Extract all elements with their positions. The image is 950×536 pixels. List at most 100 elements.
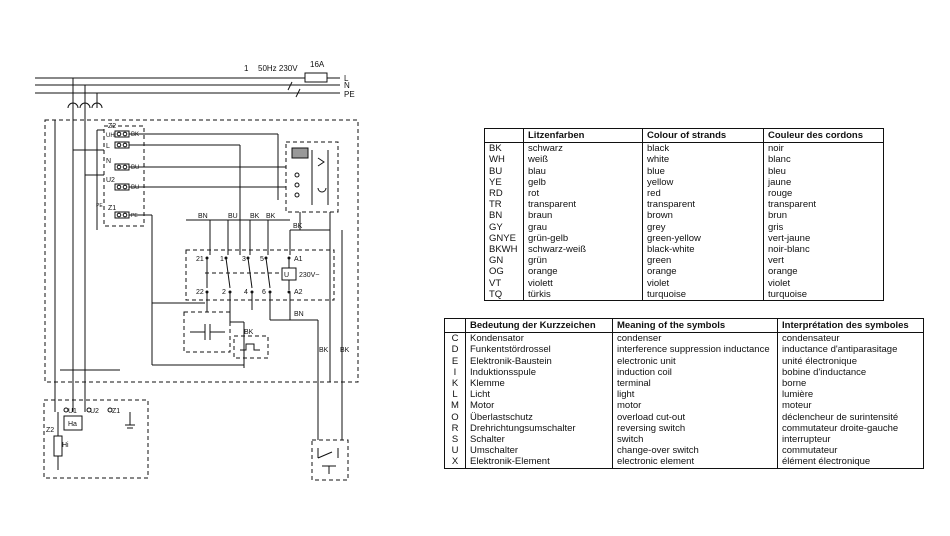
- table-cell: U: [451, 445, 459, 457]
- table-cell: unité électronique: [777, 355, 924, 367]
- table-cell: E: [451, 355, 459, 367]
- overload-symbol: [240, 343, 260, 351]
- table-cell: blanc: [763, 154, 884, 166]
- wire-bu-terminal-4: BU: [131, 185, 139, 191]
- electronic-unit: [285, 141, 339, 213]
- line-l-label: L: [344, 74, 349, 83]
- table-cell: gris: [763, 221, 884, 233]
- table-cell: I: [453, 366, 457, 378]
- table-cell: transparent: [523, 199, 643, 211]
- table-cell: Funkentstördrossel: [465, 344, 613, 356]
- coil-voltage-label: 230V~: [299, 272, 319, 279]
- table-cell: grün: [523, 255, 643, 267]
- overload-block: [233, 335, 269, 359]
- table-cell: Drehrichtungsumschalter: [465, 422, 613, 435]
- table-cell: BN: [489, 210, 503, 222]
- table-cell: orange: [523, 266, 643, 278]
- table-cell: élément électronique: [777, 456, 924, 469]
- table-cell: blue: [642, 165, 764, 177]
- coil-symbol-label: U: [284, 272, 289, 279]
- table-cell: change-over switch: [612, 445, 778, 457]
- motor-hi-label: Hi: [62, 442, 69, 449]
- plug-connector: [54, 78, 103, 412]
- table-cell: violet: [763, 277, 884, 289]
- table-cell: BKWH: [489, 244, 518, 256]
- contactor: [185, 249, 335, 301]
- table-cell: OG: [489, 266, 504, 278]
- contact-22-label: 22: [196, 289, 204, 296]
- motor-box: [43, 399, 149, 479]
- lower-wiring: [60, 230, 343, 440]
- coil-a1-label: A1: [294, 256, 303, 263]
- wire-pe-terminal-5: PE: [131, 213, 138, 219]
- wiring-schematic: 1 50Hz 230V 16A L N PE Z2 UH L N U2 Z1 P…: [35, 60, 359, 481]
- wire-bu-label-2: BU: [228, 213, 238, 220]
- coil-a2-label: A2: [294, 289, 303, 296]
- table-cell: vert-jaune: [763, 232, 884, 245]
- header-meaning: Meaning of the symbols: [612, 318, 778, 334]
- capacitor-symbol: [190, 324, 225, 340]
- table-cell: commutateur droite-gauche: [777, 422, 924, 435]
- motor-u2-label: U2: [90, 408, 99, 415]
- table-cell: blau: [523, 165, 643, 177]
- electronic-unit-internals: [291, 147, 329, 205]
- table-cell: green-yellow: [642, 232, 764, 245]
- table-cell: orange: [642, 266, 764, 278]
- table-cell: turquoise: [642, 288, 764, 301]
- table-cell: red: [642, 188, 764, 200]
- table-cell: interference suppression inductance: [612, 344, 778, 356]
- table-cell: VT: [489, 277, 502, 289]
- table-cell: induction coil: [612, 366, 778, 379]
- table-cell: weiß: [523, 154, 643, 166]
- table-cell: rouge: [763, 188, 884, 200]
- contact-6-label: 6: [262, 289, 266, 296]
- table-cell: yellow: [642, 176, 764, 189]
- table-cell: Umschalter: [465, 445, 613, 457]
- table-cell: R: [451, 422, 459, 434]
- terminal-pe-label: PE: [96, 203, 103, 209]
- switch-enclosure: [44, 119, 359, 383]
- table-cell: condenser: [612, 332, 778, 345]
- wire-bn-lower: BN: [294, 311, 304, 318]
- table-cell: green: [642, 255, 764, 267]
- table-cell: türkis: [523, 288, 643, 301]
- motor-terminals: [53, 407, 135, 470]
- table-cell: black: [642, 142, 764, 155]
- contact-1-label: 1: [220, 256, 224, 263]
- table-cell: electronic element: [612, 456, 778, 469]
- header-couleur-des-cordons: Couleur des cordons: [763, 128, 884, 144]
- table-cell: noir: [763, 142, 884, 155]
- terminal-z1-label: Z1: [108, 205, 116, 212]
- table-cell: Klemme: [465, 378, 613, 390]
- contact-4-label: 4: [244, 289, 248, 296]
- table-cell: moteur: [777, 400, 924, 412]
- table-cell: Induktionsspule: [465, 366, 613, 379]
- table-cell: grün-gelb: [523, 232, 643, 245]
- table-cell: overload cut-out: [612, 411, 778, 423]
- motor-u1-label: U1: [68, 408, 77, 415]
- table-cell: BK: [489, 143, 502, 155]
- table-cell: black-white: [642, 244, 764, 256]
- terminal-u2-label: U2: [106, 177, 115, 184]
- table-cell: TQ: [489, 288, 503, 300]
- wire-bk-terminal-1: BK: [131, 132, 139, 138]
- wire-bk-label-4: BK: [266, 213, 276, 220]
- table-cell: WH: [489, 154, 505, 166]
- table-cell: violet: [642, 277, 764, 289]
- table-cell: terminal: [612, 378, 778, 390]
- table-cell: schwarz: [523, 142, 643, 155]
- table-cell: interrupteur: [777, 434, 924, 446]
- table-cell: GNYE: [489, 232, 516, 244]
- fuse-symbol: [304, 72, 328, 83]
